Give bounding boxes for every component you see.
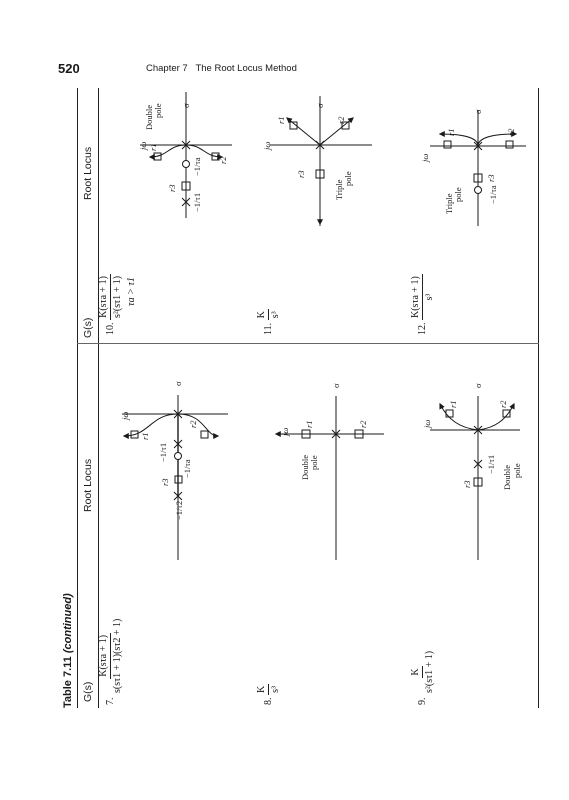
p7-r2-label: r2 — [188, 420, 198, 428]
plot-annotations: σ jω r1 r2 r3 −1/τ1 −1/τa −1/τ2 σ jω r1 … — [120, 103, 522, 520]
root-locus-11-triple-pole — [315, 140, 325, 150]
p8-r2-label: r2 — [358, 420, 368, 428]
p7-r1-label: r1 — [140, 432, 150, 440]
p12-jw-label: jω — [420, 154, 430, 163]
p10-sigma-label: σ — [181, 103, 191, 108]
p9-jw-label: jω — [422, 420, 432, 429]
p10-r3-label: r3 — [167, 184, 177, 192]
p10-double-label: Double — [144, 105, 154, 130]
p12-pole-label: pole — [453, 187, 463, 202]
root-locus-10-pole-tau1 — [181, 197, 191, 207]
p9-r3-label: r3 — [462, 480, 472, 488]
table-rule-top — [77, 88, 78, 708]
p11-r1-label: r1 — [276, 116, 286, 124]
table-rule-bottom — [538, 88, 539, 708]
p10-pole-label: pole — [153, 103, 163, 118]
p9-pole-label: pole — [512, 463, 522, 478]
root-locus-7-zero — [174, 452, 182, 460]
root-locus-7-pole-origin — [173, 409, 183, 419]
p12-r2-label: r2 — [506, 128, 516, 136]
p12-triple-label: Triple — [444, 193, 454, 214]
p12-r3-label: r3 — [486, 174, 496, 182]
p10-r1-label: r1 — [148, 143, 158, 151]
p7-sigma-label: σ — [173, 381, 183, 386]
root-locus-8-root-r1 — [301, 429, 311, 439]
p10-tau1-label: −1/τ1 — [192, 193, 202, 212]
p9-sigma-label: σ — [473, 383, 483, 388]
p11-triple-label: Triple — [334, 179, 344, 200]
root-locus-8 — [274, 396, 384, 560]
root-locus-11-root-r3 — [315, 169, 325, 179]
p9-double-label: Double — [502, 465, 512, 490]
root-locus-9-root-r3 — [473, 477, 483, 487]
root-locus-11 — [270, 96, 372, 226]
root-locus-12-root-r3 — [473, 173, 483, 183]
table-rule-head — [98, 88, 99, 708]
p11-r2-label: r2 — [336, 116, 346, 124]
p12-r1-label: r1 — [446, 128, 456, 136]
root-locus-7 — [122, 395, 228, 560]
p9-r2-label: r2 — [498, 400, 508, 408]
p7-tau2-label: −1/τ2 — [174, 501, 184, 520]
p7-jw-label: jω — [120, 412, 130, 421]
root-locus-10-double-pole — [181, 140, 191, 150]
root-locus-8-root-r2 — [354, 429, 364, 439]
table-rule-middle — [77, 343, 539, 344]
p11-r3-label: r3 — [296, 170, 306, 178]
root-locus-7-pole-tau1 — [173, 439, 183, 449]
root-locus-8-triple-pole — [331, 429, 341, 439]
p8-pole-label: pole — [309, 455, 319, 470]
root-locus-11-root-r2 — [341, 121, 350, 130]
root-locus-7-root-r1 — [130, 430, 139, 439]
root-locus-10-root-r2 — [211, 152, 220, 161]
root-locus-9-branch-upper — [439, 402, 479, 431]
p11-jw-label: jω — [262, 142, 272, 151]
root-locus-12-zero — [474, 186, 482, 194]
p7-tau1-label: −1/τ1 — [158, 443, 168, 462]
root-locus-9-root-r1 — [445, 409, 454, 418]
root-locus-9 — [430, 396, 520, 560]
root-locus-10 — [140, 92, 232, 218]
running-head: Chapter 7 The Root Locus Method — [146, 63, 297, 74]
p8-sigma-label: σ — [331, 383, 341, 388]
p12-sigma-label: σ — [473, 109, 483, 114]
p11-sigma-label: σ — [315, 103, 325, 108]
root-locus-7-pole-tau2 — [173, 491, 183, 501]
p11-pole-label: pole — [343, 171, 353, 186]
root-locus-10-root-r3 — [181, 181, 191, 191]
p8-double-label: Double — [300, 455, 310, 480]
root-locus-10-zero — [182, 160, 190, 168]
root-locus-7-root-r2 — [200, 430, 209, 439]
root-locus-11-root-r1 — [289, 121, 298, 130]
root-locus-9-branch-lower — [477, 402, 515, 431]
root-locus-12-triple-pole — [473, 141, 483, 151]
root-locus-12-branch-lower — [477, 131, 518, 147]
root-locus-12-root-r1 — [443, 140, 452, 149]
root-locus-12 — [430, 110, 526, 226]
root-locus-12-root-r2 — [505, 140, 514, 149]
p10-r2-label: r2 — [218, 156, 228, 164]
p8-r1-label: r1 — [304, 420, 314, 428]
p7-r3-label: r3 — [160, 478, 170, 486]
p9-r1-label: r1 — [448, 400, 458, 408]
p9-tau1-label: −1/τ1 — [486, 455, 496, 474]
root-locus-9-double-pole — [473, 425, 483, 435]
p8-jw-label: jω — [280, 428, 290, 437]
p10-jw-label: jω — [138, 142, 148, 151]
root-locus-10-root-r1 — [153, 152, 162, 161]
p10-tau-a-label: −1/τa — [192, 157, 202, 176]
page-number: 520 — [58, 61, 80, 76]
root-locus-7-root-r3 — [174, 475, 183, 484]
root-locus-9-root-r2 — [502, 409, 511, 418]
p7-tau-a-label: −1/τa — [182, 459, 192, 478]
root-locus-9-pole-tau1 — [473, 459, 483, 469]
p12-tau-a-label: −1/τa — [488, 185, 498, 204]
